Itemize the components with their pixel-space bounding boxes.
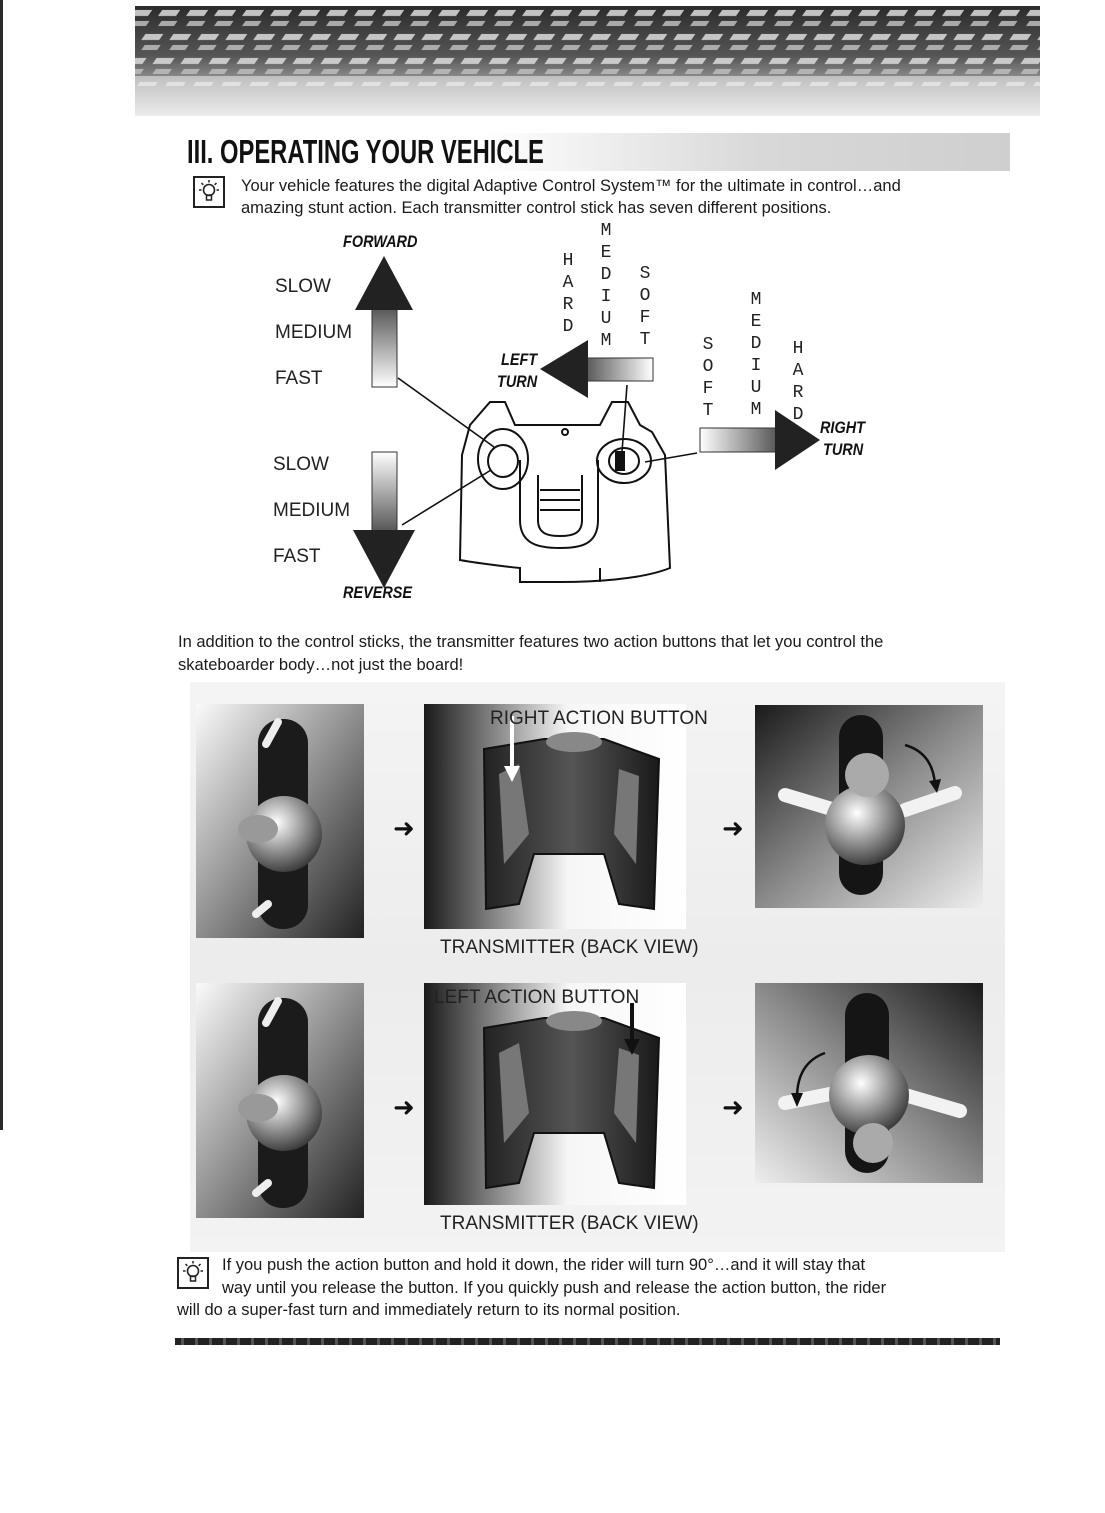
arrow-right-icon: ➜ [722, 1092, 744, 1122]
bottom-rule [175, 1338, 1000, 1345]
transmitter-caption-2: TRANSMITTER (BACK VIEW) [440, 1213, 699, 1234]
reverse-arrow-icon [353, 451, 415, 588]
stick-diagram-graphics [353, 256, 820, 588]
reverse-medium-label: MEDIUM [273, 500, 351, 521]
intro-line-1: Your vehicle features the digital Adapti… [241, 177, 901, 195]
forward-label: FORWARD [343, 232, 418, 251]
right-turn-arrow-icon [699, 410, 820, 470]
leader-lines [397, 377, 698, 526]
right-turn-label-2: TURN [823, 440, 864, 459]
left-action-button-label: LEFT ACTION BUTTON [434, 987, 640, 1008]
reverse-slow-label: SLOW [273, 454, 329, 475]
left-turn-label-1: LEFT [501, 350, 538, 369]
rider-photo-start-2 [196, 983, 364, 1218]
forward-fast-label: FAST [275, 368, 323, 389]
reverse-label: REVERSE [343, 583, 413, 602]
transmitter-caption-1: TRANSMITTER (BACK VIEW) [440, 937, 699, 958]
lightbulb-icon [193, 176, 225, 208]
transmitter-back-photo-2 [424, 983, 686, 1205]
forward-arrow-icon [355, 256, 413, 388]
middle-text-line-1: In addition to the control sticks, the t… [178, 633, 884, 651]
forward-medium-label: MEDIUM [275, 322, 353, 343]
right-action-button-label: RIGHT ACTION BUTTON [490, 708, 708, 729]
section-heading: III. OPERATING YOUR VEHICLE [187, 133, 544, 170]
intro-line-2: amazing stunt action. Each transmitter c… [241, 199, 832, 217]
rider-photo-turned-right [755, 705, 983, 908]
tip-line-2: way until you release the button. If you… [222, 1279, 887, 1297]
forward-slow-label: SLOW [275, 276, 331, 297]
arrow-right-icon: ➜ [393, 1092, 415, 1122]
page-edge [0, 0, 3, 1130]
left-turn-label-2: TURN [497, 372, 538, 391]
rider-photo-turned-left [755, 983, 983, 1183]
right-turn-label-1: RIGHT [820, 418, 865, 437]
reverse-fast-label: FAST [273, 546, 321, 567]
rider-photo-start-1 [196, 704, 364, 938]
transmitter-back-photo-1 [424, 704, 686, 929]
left-turn-arrow-icon [540, 340, 654, 398]
arrow-right-icon: ➜ [722, 813, 744, 843]
middle-text-line-2: skateboarder body…not just the board! [178, 656, 464, 674]
tip-line-3: will do a super-fast turn and immediatel… [177, 1301, 681, 1319]
heading-background [180, 133, 1010, 171]
arrow-right-icon: ➜ [393, 813, 415, 843]
lightbulb-icon [177, 1257, 209, 1289]
header-banner [135, 6, 1040, 116]
transmitter-front-drawing [458, 401, 672, 583]
tip-line-1: If you push the action button and hold i… [222, 1256, 866, 1274]
